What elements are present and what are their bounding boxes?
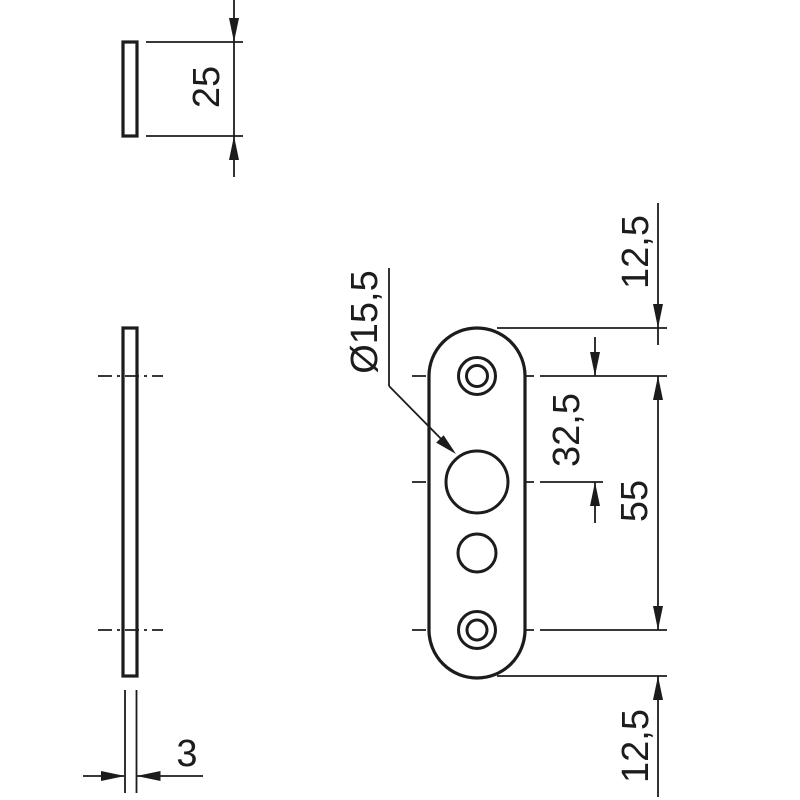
bottom-screw-hole	[457, 610, 497, 650]
bottom-screw-hole-inner	[465, 618, 489, 642]
dimension-label-plate-thickness: 3	[176, 733, 197, 775]
dimension-label-plate-width: 25	[186, 66, 228, 108]
spindle-hole	[444, 449, 510, 515]
dimension-label-hole-to-center: 32,5	[546, 393, 588, 467]
arrowhead-down-icon	[653, 304, 663, 328]
dimension-25: 25	[146, 0, 243, 177]
plate-edge-rect	[121, 40, 139, 138]
top-screw-hole	[457, 356, 497, 396]
arrowhead-up-icon	[590, 482, 600, 506]
plate-outline	[427, 326, 527, 680]
arrowhead-down-icon	[590, 352, 600, 376]
plate-side-rect	[121, 326, 139, 678]
dimension-label-bottom-offset: 12,5	[615, 709, 657, 783]
middle-hole	[456, 532, 498, 574]
arrowhead-up-icon	[653, 676, 663, 700]
arrowhead-right-icon	[101, 771, 125, 781]
dimension-label-hole-spacing: 55	[614, 480, 656, 522]
arrowhead-up-icon	[653, 376, 663, 400]
edge-view-top	[121, 40, 139, 138]
dimension-label-top-offset: 12,5	[615, 215, 657, 289]
side-view	[98, 326, 163, 678]
leader-diameter: Ø15,5	[344, 268, 456, 454]
arrowhead-down-icon	[653, 606, 663, 630]
arrowhead-down-icon	[229, 18, 239, 42]
front-view	[412, 326, 667, 680]
dimension-label-hole-diameter: Ø15,5	[344, 270, 386, 374]
right-dimensions: 12,5 32,5 55 12,5	[497, 203, 667, 797]
dimension-3: 3	[83, 690, 203, 793]
arrowhead-diagonal-icon	[436, 435, 456, 454]
arrowhead-up-icon	[229, 136, 239, 160]
top-screw-hole-inner	[465, 364, 489, 388]
arrowhead-left-icon	[136, 771, 161, 781]
